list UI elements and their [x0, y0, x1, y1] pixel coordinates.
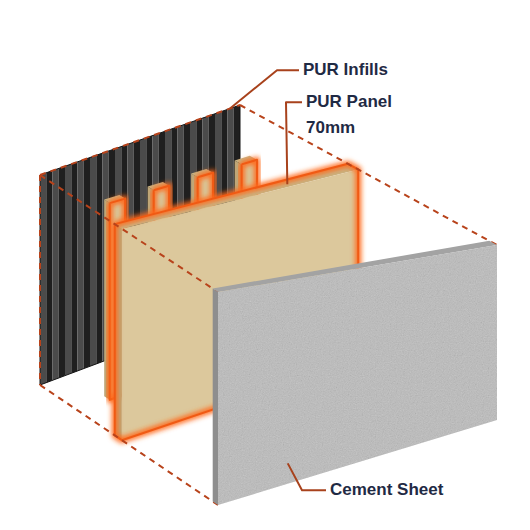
sheet-rib-dark [46, 171, 52, 383]
part-label: Cement Sheet [330, 477, 443, 503]
dashed-edge [40, 385, 218, 505]
dashed-edge [40, 175, 218, 292]
cement-face [218, 245, 497, 505]
sheet-rib-dark [96, 153, 102, 364]
sheet-rib-light [53, 168, 59, 380]
sheet-rib-light [40, 173, 46, 385]
sheet-rib-dark [84, 158, 90, 369]
exploded-box-lines [40, 105, 497, 505]
dashed-edge [39, 175, 41, 385]
cement-sheet [213, 241, 497, 505]
sheet-rib-light [90, 155, 96, 366]
dashed-edge [240, 105, 497, 245]
sheet-rib-dark [71, 162, 77, 373]
leader-line [286, 102, 302, 184]
sheet-rib-light [78, 160, 84, 371]
part-label: PUR Panel 70mm [306, 89, 406, 142]
part-label: PUR Infills [303, 57, 388, 83]
cement-texture [218, 245, 497, 505]
cement-side [213, 289, 218, 506]
leader-line [288, 463, 326, 490]
dashed-edge [40, 105, 240, 175]
sheet-rib-dark [59, 166, 65, 378]
